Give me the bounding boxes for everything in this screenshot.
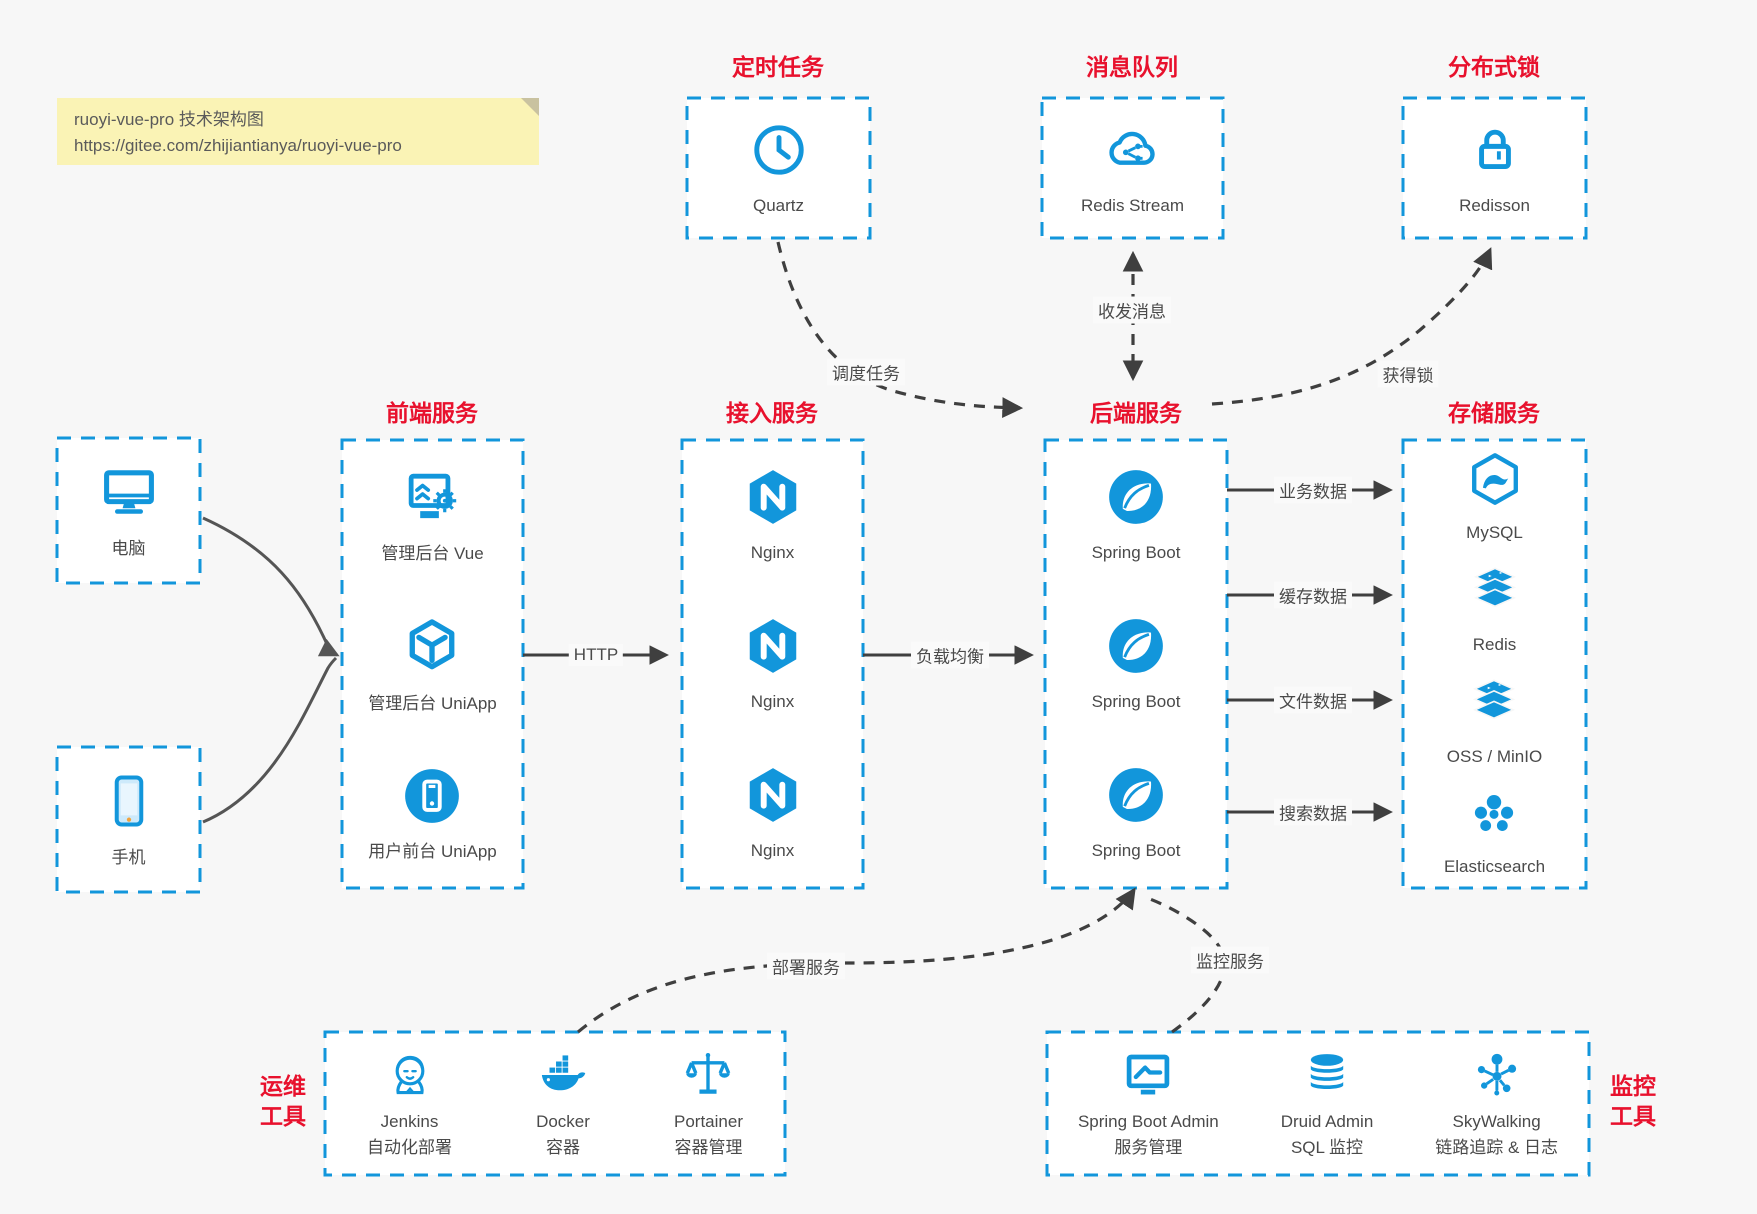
ops-item-jenkins: Jenkins 自动化部署 xyxy=(367,1048,452,1159)
edge-biz-data-label: 业务数据 xyxy=(1274,476,1352,504)
backend-item-spring-2: Spring Boot xyxy=(1092,615,1180,713)
redisson-label: Redisson xyxy=(1459,195,1530,215)
storage-item-mysql: MySQL xyxy=(1466,450,1524,544)
edge-getlock-label: 获得锁 xyxy=(1377,360,1439,388)
group-title-ops-tools: 运维 工具 xyxy=(260,1073,306,1129)
storage-item-redis: Redis xyxy=(1467,564,1523,656)
ops-item-portainer: Portainer 容器管理 xyxy=(674,1048,743,1159)
edge-getlock-arrow xyxy=(1211,247,1493,406)
backend-item-spring-1: Spring Boot xyxy=(1092,466,1180,564)
edge-search-data-label: 搜索数据 xyxy=(1274,798,1352,826)
ops-tools-box: Jenkins 自动化部署 Docker 容器 Portainer 容器管理 xyxy=(325,1032,785,1175)
oss-minio-stack-icon xyxy=(1466,676,1522,737)
gateway-item-nginx-1: Nginx xyxy=(742,466,804,564)
nginx-icon xyxy=(742,764,804,831)
monitor-item-druid: Druid Admin SQL 监控 xyxy=(1281,1048,1373,1159)
group-title-backend: 后端服务 xyxy=(1090,400,1182,426)
storage-column: MySQL Redis OSS / MinIO Elasticsearch xyxy=(1403,440,1586,888)
admin-vue-icon xyxy=(401,465,465,534)
monitor-item-sba: Spring Boot Admin 服务管理 xyxy=(1078,1048,1219,1159)
skywalking-network-icon xyxy=(1470,1048,1524,1107)
note-fold-corner xyxy=(521,98,539,116)
edge-message-label: 收发消息 xyxy=(1093,296,1171,324)
user-app-icon xyxy=(401,765,463,832)
desktop-computer-icon xyxy=(97,460,161,529)
edge-deploy-label: 部署服务 xyxy=(767,952,845,980)
uniapp-cube-icon xyxy=(400,615,464,684)
docker-icon xyxy=(536,1048,590,1107)
lock-icon xyxy=(1464,119,1526,186)
edge-monitor-label: 监控服务 xyxy=(1191,946,1269,974)
edge-http-label: HTTP xyxy=(568,644,624,666)
elasticsearch-icon xyxy=(1467,788,1521,847)
group-title-frontend: 前端服务 xyxy=(386,400,478,426)
jenkins-icon xyxy=(383,1048,437,1107)
storage-item-oss-minio: OSS / MinIO xyxy=(1447,676,1542,768)
gateway-item-nginx-3: Nginx xyxy=(742,764,804,862)
group-title-mq: 消息队列 xyxy=(1086,54,1178,80)
mysql-icon xyxy=(1466,450,1524,513)
phone-label: 手机 xyxy=(111,848,146,868)
pc-node: 电脑 xyxy=(57,438,200,583)
monitor-tools-box: Spring Boot Admin 服务管理 Druid Admin SQL 监… xyxy=(1047,1032,1589,1175)
backend-item-spring-3: Spring Boot xyxy=(1092,764,1180,862)
redisson-node: Redisson xyxy=(1403,98,1586,238)
sticky-note: ruoyi-vue-pro 技术架构图 https://gitee.com/zh… xyxy=(57,98,539,165)
edge-phone-to-frontend-arrow xyxy=(202,656,338,824)
redis-stream-label: Redis Stream xyxy=(1081,195,1184,215)
redis-stream-node: Redis Stream xyxy=(1042,98,1223,238)
note-url: https://gitee.com/zhijiantianya/ruoyi-vu… xyxy=(74,135,402,155)
portainer-scales-icon xyxy=(681,1048,735,1107)
cloud-share-icon xyxy=(1098,119,1166,186)
redis-stack-icon xyxy=(1467,564,1523,625)
monitor-item-skywalking: SkyWalking 链路追踪 & 日志 xyxy=(1435,1048,1558,1159)
gateway-item-nginx-2: Nginx xyxy=(742,615,804,713)
group-title-gateway: 接入服务 xyxy=(726,400,818,426)
note-title: ruoyi-vue-pro 技术架构图 xyxy=(74,110,264,129)
quartz-node: Quartz xyxy=(687,98,870,238)
edge-file-data-label: 文件数据 xyxy=(1274,686,1352,714)
box-redisson xyxy=(1401,96,1588,240)
storage-item-elasticsearch: Elasticsearch xyxy=(1444,788,1545,878)
phone-node: 手机 xyxy=(57,747,200,892)
clock-icon xyxy=(748,119,810,186)
edge-schedule-label: 调度任务 xyxy=(827,358,905,386)
druid-database-icon xyxy=(1300,1048,1354,1107)
frontend-item-admin-uniapp: 管理后台 UniApp xyxy=(368,615,497,715)
edge-loadbalance-label: 负载均衡 xyxy=(911,641,989,669)
spring-boot-icon xyxy=(1105,764,1167,831)
gateway-column: Nginx Nginx Nginx xyxy=(682,440,863,888)
spring-boot-icon xyxy=(1105,615,1167,682)
box-redis-stream xyxy=(1040,96,1225,240)
nginx-icon xyxy=(742,615,804,682)
edge-schedule-arrow xyxy=(776,241,1024,418)
group-title-monitor-tools: 监控 工具 xyxy=(1610,1073,1656,1129)
group-title-storage: 存储服务 xyxy=(1448,400,1540,426)
frontend-column: 管理后台 Vue 管理后台 UniApp 用户前台 UniApp xyxy=(342,440,523,888)
group-title-scheduled: 定时任务 xyxy=(732,54,824,80)
spring-boot-icon xyxy=(1105,466,1167,533)
frontend-item-user-uniapp: 用户前台 UniApp xyxy=(368,765,497,863)
quartz-label: Quartz xyxy=(752,195,805,215)
edge-cache-data-label: 缓存数据 xyxy=(1274,581,1352,609)
edge-deploy-arrow xyxy=(576,887,1136,1034)
nginx-icon xyxy=(742,466,804,533)
ops-item-docker: Docker 容器 xyxy=(536,1048,590,1159)
edge-pc-to-frontend-arrow xyxy=(202,516,340,657)
backend-column: Spring Boot Spring Boot Spring Boot xyxy=(1045,440,1227,888)
smartphone-icon xyxy=(97,769,161,838)
group-title-lock: 分布式锁 xyxy=(1448,54,1540,80)
frontend-item-admin-vue: 管理后台 Vue xyxy=(381,465,484,565)
box-quartz xyxy=(685,96,872,240)
pc-label: 电脑 xyxy=(111,539,146,559)
spring-boot-admin-icon xyxy=(1121,1048,1175,1107)
